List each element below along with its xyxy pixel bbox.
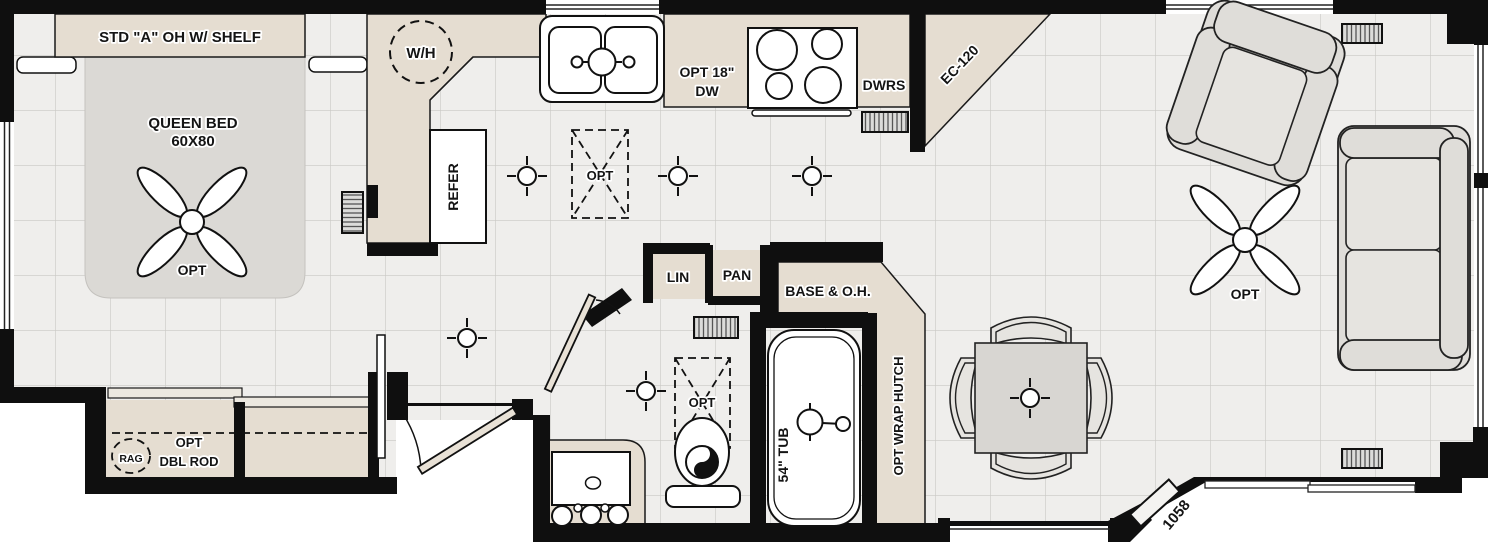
faucet bbox=[587, 47, 617, 77]
dishwasher-label-1: OPT 18" bbox=[680, 64, 735, 80]
tub-faucet bbox=[796, 408, 824, 436]
closet-slider-track-2 bbox=[233, 396, 373, 408]
living-fan-opt-label: OPT bbox=[1231, 286, 1260, 302]
entry-jamb-right bbox=[512, 399, 533, 420]
return-air-grille bbox=[111, 438, 151, 474]
faucet-handle-left bbox=[570, 55, 584, 69]
window-kitchen-sink bbox=[546, 0, 659, 14]
wrap-hutch-label: OPT WRAP HUTCH bbox=[891, 357, 906, 476]
nightstand-right bbox=[308, 56, 368, 73]
window-living-south bbox=[1204, 480, 1416, 493]
water-heater-label: W/H bbox=[406, 45, 435, 62]
dbl-rod-label-1: OPT bbox=[176, 435, 203, 450]
vanity-light bbox=[607, 504, 629, 526]
pantry-closet bbox=[713, 250, 760, 297]
range-stove bbox=[747, 27, 858, 117]
bath-door-jamb bbox=[582, 288, 632, 327]
kitchen-sink bbox=[539, 15, 665, 103]
window-living-east-2 bbox=[1474, 188, 1488, 427]
bedroom-fan-opt-label: OPT bbox=[178, 262, 207, 278]
faucet-handle-right bbox=[622, 55, 636, 69]
overhead-cabinet-label: STD "A" OH W/ SHELF bbox=[99, 29, 261, 46]
closet-divider bbox=[234, 402, 245, 478]
corner-entry-door-1058 bbox=[1128, 478, 1181, 528]
overhead-shelf-cabinet bbox=[54, 13, 306, 58]
tub-label: 54" TUB bbox=[775, 428, 791, 483]
bath-skylight-label: OPT bbox=[689, 395, 716, 410]
linen-closet bbox=[652, 252, 705, 299]
dishwasher-label-2: DW bbox=[695, 83, 719, 99]
recliner-chair bbox=[1165, 0, 1346, 187]
sofa bbox=[1337, 125, 1471, 371]
bed-size-label: 60X80 bbox=[171, 133, 214, 150]
entry-door bbox=[402, 406, 519, 475]
fixtures bbox=[111, 0, 1471, 527]
queen-bed bbox=[84, 15, 306, 299]
vanity-sink bbox=[551, 451, 631, 527]
sofa-arm-top bbox=[1339, 127, 1455, 159]
drawers-label: DWRS bbox=[863, 77, 906, 93]
closet-slider-track-1 bbox=[107, 387, 243, 399]
corner-block-se bbox=[1440, 442, 1488, 478]
wardrobe-details bbox=[111, 334, 386, 474]
bathtub bbox=[767, 329, 861, 527]
kitchen-skylight-label: OPT bbox=[587, 168, 614, 183]
bath-door bbox=[543, 293, 621, 393]
linen-label: LIN bbox=[667, 269, 690, 285]
oven-handle bbox=[751, 109, 852, 117]
toilet bbox=[665, 417, 741, 508]
dining-set bbox=[949, 316, 1113, 480]
refrigerator bbox=[429, 129, 487, 244]
floor-register-kitchen bbox=[861, 111, 909, 133]
floor-register-bath bbox=[693, 316, 739, 339]
mirror-panel bbox=[376, 334, 386, 459]
doors bbox=[402, 293, 1181, 528]
rag-label: RAG bbox=[119, 453, 142, 465]
bed-label: QUEEN BED bbox=[148, 115, 237, 132]
refer-end-wall bbox=[367, 243, 438, 256]
skylight-kitchen bbox=[571, 129, 629, 219]
toilet-tank bbox=[665, 485, 741, 508]
water-heater bbox=[389, 20, 453, 84]
floor-register-living-s bbox=[1341, 448, 1383, 469]
entry-threshold bbox=[408, 403, 512, 406]
vanity-light bbox=[580, 504, 602, 526]
vanity-light bbox=[551, 505, 573, 527]
floor-register-living-n bbox=[1341, 23, 1383, 44]
entry-jamb-left bbox=[387, 372, 408, 420]
window-living-east-1 bbox=[1474, 45, 1488, 173]
pantry-label: PAN bbox=[723, 267, 752, 283]
refrigerator-label: REFER bbox=[445, 163, 461, 210]
dbl-rod-label-2: DBL ROD bbox=[160, 454, 219, 469]
window-bedroom-west bbox=[0, 122, 14, 329]
sofa-back bbox=[1439, 137, 1469, 359]
base-oh-label: BASE & O.H. bbox=[785, 283, 871, 299]
nightstand-left bbox=[16, 56, 77, 74]
cabinetry bbox=[16, 13, 1052, 528]
wall-register-bedroom bbox=[341, 191, 364, 234]
labels: STD "A" OH W/ SHELF QUEEN BED 60X80 OPT … bbox=[97, 27, 1261, 535]
